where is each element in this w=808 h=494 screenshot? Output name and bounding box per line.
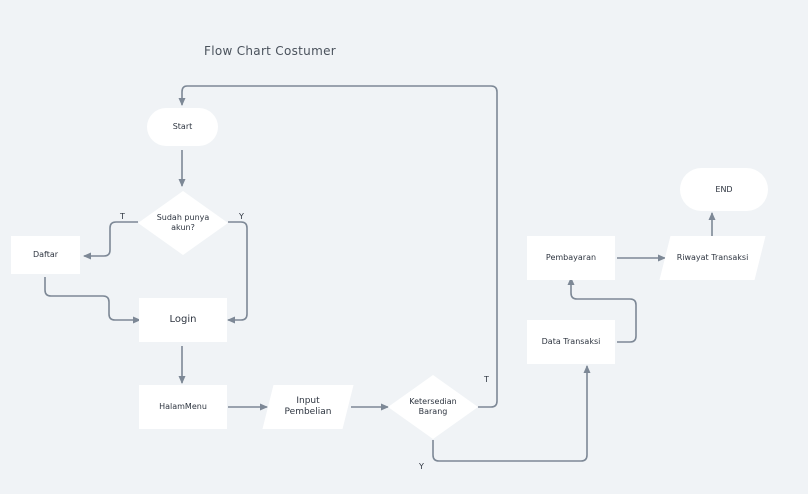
edge-decision-no-to-daftar bbox=[83, 221, 138, 260]
node-daftar-label: Daftar bbox=[32, 250, 59, 259]
node-halaman-menu-label: HalamMenu bbox=[159, 402, 207, 411]
chart-title: Flow Chart Costumer bbox=[204, 44, 336, 58]
node-pembayaran[interactable]: Pembayaran bbox=[527, 236, 615, 280]
node-ketersediaan-label: Ketersedian Barang bbox=[409, 397, 457, 416]
edge-label-stock-no: T bbox=[484, 375, 489, 384]
node-data-transaksi-label: Data Transaksi bbox=[541, 337, 601, 346]
node-input-pembelian[interactable]: Input Pembelian bbox=[268, 385, 348, 429]
node-halaman-menu[interactable]: HalamMenu bbox=[139, 385, 227, 429]
node-login[interactable]: Login bbox=[139, 298, 227, 342]
edge-daftar-to-login bbox=[44, 277, 141, 324]
node-end-label: END bbox=[715, 184, 733, 194]
edge-ketersediaan-yes-to-data-transaksi bbox=[432, 365, 591, 462]
edge-label-account-yes: Y bbox=[239, 212, 244, 221]
edge-data-transaksi-to-pembayaran bbox=[567, 277, 637, 343]
node-ketersediaan[interactable]: Ketersedian Barang bbox=[388, 375, 478, 439]
node-riwayat-transaksi[interactable]: Riwayat Transaksi bbox=[665, 236, 760, 280]
node-decision-account-label: Sudah punya akun? bbox=[156, 213, 210, 232]
node-start-label: Start bbox=[172, 122, 193, 131]
edge-ketersediaan-no-to-start bbox=[178, 85, 498, 408]
node-pembayaran-label: Pembayaran bbox=[545, 253, 597, 262]
node-decision-account[interactable]: Sudah punya akun? bbox=[138, 191, 228, 255]
node-input-pembelian-label: Input Pembelian bbox=[284, 395, 332, 417]
node-daftar[interactable]: Daftar bbox=[11, 236, 80, 274]
node-riwayat-transaksi-label: Riwayat Transaksi bbox=[676, 253, 749, 262]
edge-label-stock-yes: Y bbox=[419, 462, 424, 471]
edge-label-account-no: T bbox=[120, 212, 125, 221]
node-start[interactable]: Start bbox=[147, 108, 218, 146]
edge-decision-yes-to-login bbox=[227, 221, 248, 324]
node-login-label: Login bbox=[169, 313, 197, 325]
node-end[interactable]: END bbox=[680, 168, 768, 211]
node-data-transaksi[interactable]: Data Transaksi bbox=[527, 320, 615, 364]
